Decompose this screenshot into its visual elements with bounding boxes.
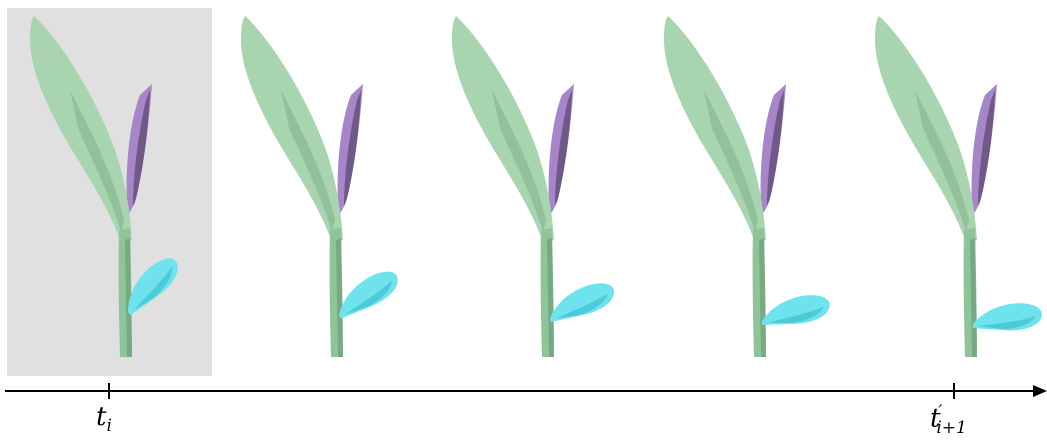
arrow-head-icon: [1033, 385, 1047, 397]
plant-frame-5: [875, 16, 1043, 357]
plant-frame-2: [241, 16, 404, 357]
timeline-start-label: ti: [96, 404, 112, 435]
timeline-axis: [5, 383, 1047, 399]
moving-leaf: [761, 295, 830, 325]
moving-leaf: [545, 280, 618, 322]
timeline-end-label: t′i+1: [930, 404, 967, 437]
moving-leaf: [973, 300, 1043, 333]
plant-frame-4: [664, 16, 830, 357]
plant-frame-3: [452, 16, 618, 357]
